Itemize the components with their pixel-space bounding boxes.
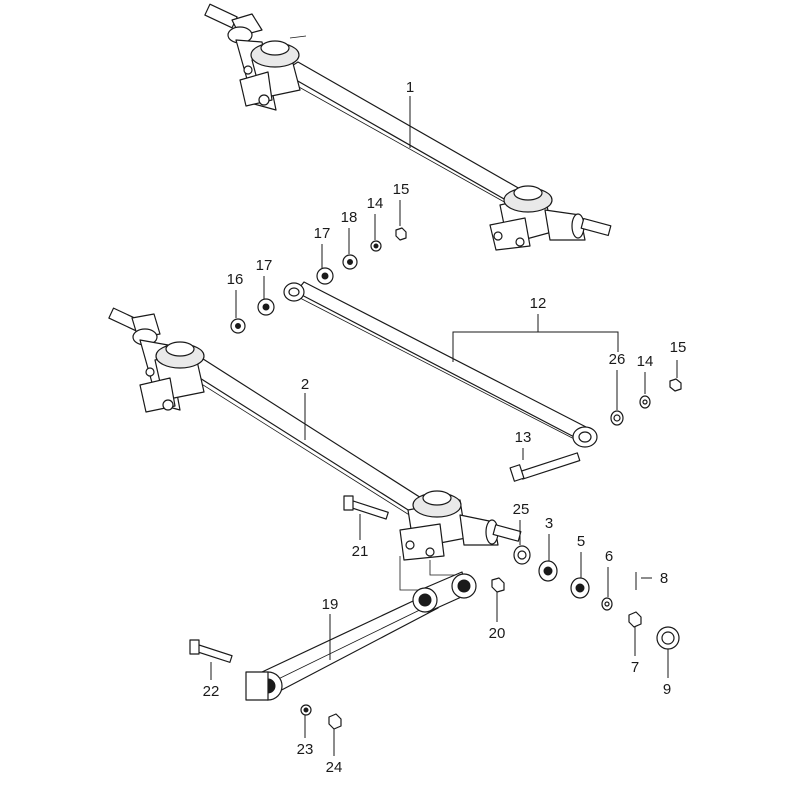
callout-2: 2: [301, 376, 309, 393]
axle-1-left-hub: [204, 3, 307, 111]
callout-22: 22: [203, 683, 220, 700]
washer-part-6: [601, 597, 613, 611]
callout-24: 24: [326, 759, 343, 776]
callout-13: 13: [515, 429, 532, 446]
axle-2-right-hub: [399, 490, 522, 591]
callout-8: 8: [660, 570, 668, 587]
bolt-part-13: [509, 452, 581, 482]
nut-part-24: [328, 713, 342, 730]
nut-part-15-upper: [395, 227, 407, 241]
callout-25: 25: [513, 501, 530, 518]
trailing-arm-part-19: [245, 571, 477, 701]
callout-12: 12: [530, 295, 547, 312]
bushing-part-26: [610, 410, 624, 426]
washer-part-18: [342, 254, 358, 270]
callout-18: 18: [341, 209, 358, 226]
callout-6: 6: [605, 548, 613, 565]
washer-part-23: [300, 704, 312, 716]
callout-26: 26: [609, 351, 626, 368]
bearing-part-3: [538, 560, 558, 582]
washer-part-16: [230, 318, 246, 334]
callout-17-lower: 17: [256, 257, 273, 274]
callout-7: 7: [631, 659, 639, 676]
nut-part-7: [628, 611, 642, 628]
axle-2-left-hub: [108, 307, 205, 413]
callout-14-right: 14: [637, 353, 654, 370]
washer-part-14-upper: [370, 240, 382, 252]
callout-19: 19: [322, 596, 339, 613]
bushing-part-17-lower: [257, 298, 275, 316]
callout-17-upper: 17: [314, 225, 331, 242]
callout-16: 16: [227, 271, 244, 288]
callout-20: 20: [489, 625, 506, 642]
seal-part-25: [513, 545, 531, 565]
bolt-part-22: [189, 639, 233, 663]
axle-beam-part-1: [204, 3, 612, 251]
leader-lines: [210, 96, 678, 756]
nut-part-15-right: [669, 378, 682, 392]
bolt-part-21: [343, 495, 389, 520]
callout-labels: 1 2 12 26 14 15 13 16 17 17 18 14 15 25 …: [203, 79, 687, 776]
callout-23: 23: [297, 741, 314, 758]
nut-part-20: [491, 577, 505, 593]
lateral-rod-part-12: [283, 281, 598, 448]
bushing-part-17-upper: [316, 267, 334, 285]
axle-beam-part-2: [108, 307, 522, 591]
callout-3: 3: [545, 515, 553, 532]
callout-15-upper: 15: [393, 181, 410, 198]
callout-15-right: 15: [670, 339, 687, 356]
bearing-part-5: [570, 577, 590, 599]
callout-9: 9: [663, 681, 671, 698]
callout-14-upper: 14: [367, 195, 384, 212]
axle-1-right-hub: [489, 185, 612, 251]
callout-21: 21: [352, 543, 369, 560]
callout-5: 5: [577, 533, 585, 550]
callout-1: 1: [406, 79, 414, 96]
washer-part-14-right: [639, 395, 651, 409]
cap-part-9: [656, 626, 680, 650]
